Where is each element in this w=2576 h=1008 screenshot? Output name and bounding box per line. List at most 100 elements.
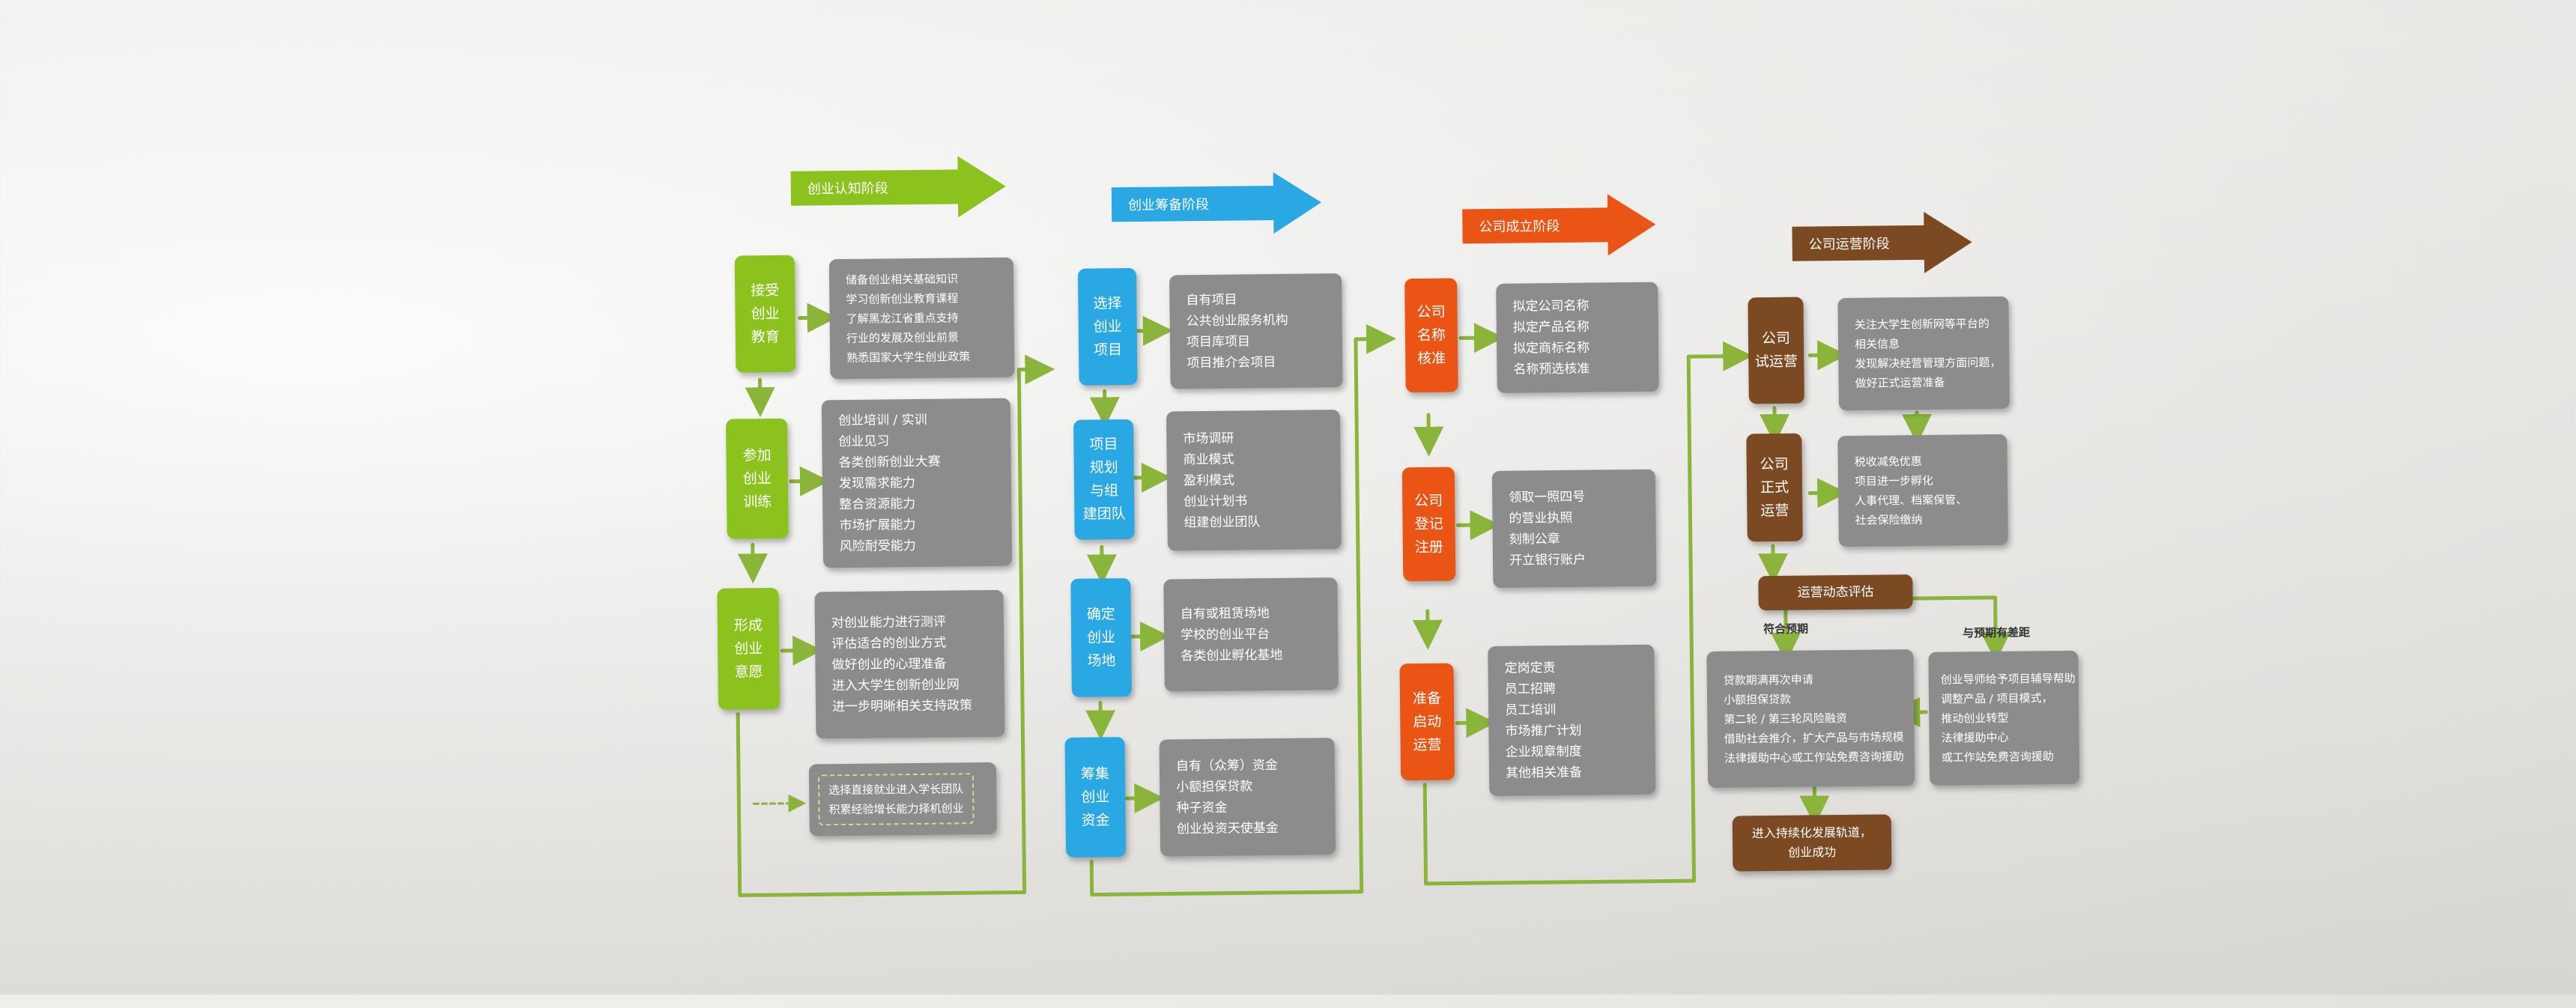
- stage-banner-cognition: 创业认知阶段: [791, 169, 960, 205]
- step-receive-education: 接受 创业 教育: [735, 255, 796, 373]
- stage-title-cognition: 创业认知阶段: [807, 177, 888, 198]
- final-line: 创业成功: [1788, 845, 1836, 860]
- evaluate-box: 运营动态评估: [1758, 574, 1912, 610]
- list-item: 开立银行账户: [1509, 550, 1586, 571]
- list-item: 自有或租赁场地: [1181, 603, 1282, 625]
- list-item: 小额担保贷款: [1176, 776, 1278, 798]
- list-item: 发现需求能力: [839, 473, 941, 494]
- list-item: 企业规章制度: [1506, 741, 1582, 763]
- step-name-approval: 公司 名称 核准: [1404, 278, 1458, 392]
- detail-trial: 关注大学生创新网等平台的 相关信息 发现解决经营管理方面问题， 做好正式运营准备: [1837, 297, 2010, 410]
- list-item: 领取一照四号: [1509, 487, 1585, 508]
- list-item: 或工作站免费咨询援助: [1942, 747, 2076, 768]
- list-item: 关注大学生创新网等平台的: [1855, 314, 2001, 335]
- final-line: 进入持续化发展轨道，: [1752, 825, 1872, 841]
- list-item: 小额担保贷款: [1724, 688, 1903, 710]
- list-item: 员工培训: [1505, 699, 1581, 721]
- stage-banner-preparation: 创业筹备阶段: [1112, 186, 1275, 222]
- detail-alternative-path: 选择直接就业进入学长团队 积累经验增长能力择机创业: [809, 762, 997, 837]
- list-item: 社会保险缴纳: [1855, 509, 1967, 530]
- list-item: 做好创业的心理准备: [831, 653, 972, 675]
- list-item: 商业模式: [1183, 449, 1259, 470]
- list-item: 发现解决经营管理方面问题，: [1855, 353, 2001, 374]
- detail-planning: 市场调研 商业模式 盈利模式 创业计划书 组建创业团队: [1166, 410, 1342, 550]
- list-item: 各类创业孵化基地: [1181, 645, 1282, 667]
- list-item: 对创业能力进行测评: [831, 611, 972, 634]
- list-item: 种子资金: [1176, 797, 1278, 819]
- list-item: 评估适合的创业方式: [831, 632, 972, 655]
- list-item: 项目进一步孵化: [1855, 470, 1967, 491]
- list-item: 定岗定责: [1504, 658, 1581, 679]
- list-item: 调整产品 / 项目模式，: [1941, 688, 2076, 709]
- dashed-frame: 选择直接就业进入学长团队 积累经验增长能力择机创业: [818, 773, 975, 825]
- list-item: 的营业执照: [1509, 508, 1585, 529]
- stage-arrow-tip: [1273, 171, 1322, 234]
- list-item: 熟悉国家大学生创业政策: [846, 347, 970, 368]
- step-registration: 公司 登记 注册: [1402, 467, 1456, 581]
- list-item: 其他相关准备: [1506, 762, 1582, 784]
- list-item: 创业计划书: [1184, 491, 1260, 512]
- list-item: 创业投资天使基金: [1177, 818, 1279, 840]
- step-join-training: 参加 创业 训练: [726, 419, 789, 539]
- list-item: 学校的创业平台: [1181, 624, 1282, 646]
- detail-formal: 税收减免优惠 项目进一步孵化 人事代理、档案保管、 社会保险缴纳: [1837, 434, 2008, 547]
- meet-expectation-label: 符合预期: [1763, 621, 1808, 637]
- detail-registration: 领取一照四号 的营业执照 刻制公章 开立银行账户: [1492, 470, 1657, 588]
- list-item: 做好正式运营准备: [1855, 372, 2001, 393]
- list-item: 借助社会推介，扩大产品与市场规模: [1724, 727, 1903, 749]
- stage-title-operation: 公司运营阶段: [1809, 233, 1890, 253]
- list-item: 积累经验增长能力择机创业: [828, 798, 963, 819]
- step-formal-operation: 公司 正式 运营: [1746, 434, 1803, 542]
- detail-meet-expectation: 贷款期满再次申请 小额担保贷款 第二轮 / 第三轮风险融资 借助社会推介，扩大产…: [1706, 649, 1915, 788]
- list-item: 税收减免优惠: [1855, 451, 1967, 472]
- list-item: 各类创新创业大赛: [838, 452, 940, 473]
- step-raise-funds: 筹集 创业 资金: [1064, 737, 1126, 857]
- step-choose-venue: 确定 创业 场地: [1070, 578, 1132, 697]
- step-choose-project: 选择 创业 项目: [1078, 268, 1138, 386]
- list-item: 创业导师给予项目辅导帮助: [1941, 669, 2076, 690]
- list-item: 相关信息: [1855, 333, 2001, 354]
- list-item: 法律援助中心或工作站免费咨询援助: [1724, 747, 1904, 768]
- final-success-box: 进入持续化发展轨道， 创业成功: [1733, 814, 1892, 871]
- list-item: 创业见习: [838, 431, 940, 452]
- step-plan-team: 项目 规划 与组 建团队: [1073, 419, 1135, 540]
- stage-title-establishment: 公司成立阶段: [1479, 216, 1560, 236]
- detail-name-approval: 拟定公司名称 拟定产品名称 拟定商标名称 名称预选核准: [1496, 282, 1659, 393]
- list-item: 人事代理、档案保管、: [1855, 490, 1967, 511]
- list-item: 盈利模式: [1184, 470, 1260, 491]
- list-item: 贷款期满再次申请: [1724, 669, 1903, 690]
- list-item: 公共创业服务机构: [1187, 310, 1288, 332]
- list-item: 第二轮 / 第三轮风险融资: [1724, 708, 1903, 729]
- list-item: 项目推介会项目: [1187, 352, 1288, 374]
- step-form-intention: 形成 创业 意愿: [717, 588, 780, 710]
- detail-intention: 对创业能力进行测评 评估适合的创业方式 做好创业的心理准备 进入大学生创新创业网…: [814, 590, 1004, 739]
- detail-funds: 自有（众筹）资金 小额担保贷款 种子资金 创业投资天使基金: [1160, 738, 1336, 856]
- stage-banner-establishment: 公司成立阶段: [1462, 207, 1609, 243]
- stage-title-preparation: 创业筹备阶段: [1128, 194, 1209, 214]
- list-item: 员工招聘: [1505, 678, 1581, 700]
- stage-banner-operation: 公司运营阶段: [1792, 225, 1925, 261]
- list-item: 进一步明晰相关支持政策: [832, 695, 972, 717]
- list-item: 行业的发展及创业前景: [846, 327, 970, 348]
- detail-projects: 自有项目 公共创业服务机构 项目库项目 项目推介会项目: [1169, 273, 1343, 389]
- list-item: 组建创业团队: [1184, 511, 1260, 533]
- list-item: 拟定产品名称: [1513, 317, 1589, 338]
- list-item: 法律援助中心: [1941, 727, 2076, 748]
- list-item: 进入大学生创新创业网: [832, 674, 972, 696]
- detail-venue: 自有或租赁场地 学校的创业平台 各类创业孵化基地: [1163, 577, 1339, 691]
- list-item: 市场推广计划: [1505, 720, 1581, 742]
- list-item: 选择直接就业进入学长团队: [828, 779, 963, 800]
- list-item: 创业培训 / 实训: [838, 410, 940, 431]
- step-prepare-launch: 准备 启动 运营: [1399, 663, 1455, 780]
- step-trial-operation: 公司 试运营: [1748, 297, 1804, 404]
- list-item: 学习创新创业教育课程: [846, 288, 969, 309]
- list-item: 刻制公章: [1509, 529, 1586, 550]
- detail-education: 储备创业相关基础知识 学习创新创业教育课程 了解黑龙江省重点支持 行业的发展及创…: [829, 258, 1015, 380]
- list-item: 整合资源能力: [839, 494, 941, 515]
- list-item: 推动创业转型: [1941, 708, 2076, 729]
- list-item: 项目库项目: [1187, 331, 1288, 353]
- list-item: 储备创业相关基础知识: [846, 269, 969, 290]
- list-item: 市场调研: [1183, 428, 1259, 449]
- detail-gap-expectation: 创业导师给予项目辅导帮助 调整产品 / 项目模式， 推动创业转型 法律援助中心 …: [1928, 651, 2079, 786]
